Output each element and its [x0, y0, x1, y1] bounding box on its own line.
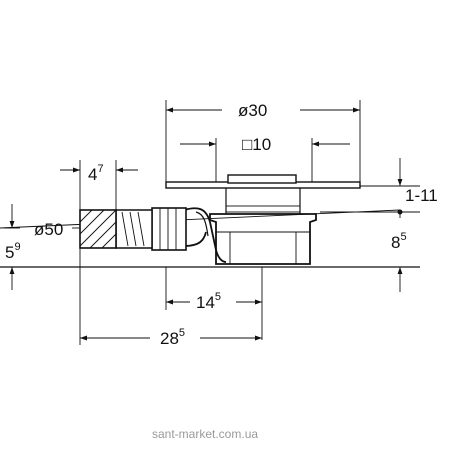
dim-5-9: 59 — [4, 204, 21, 290]
dim-square-10: □10 — [180, 135, 350, 154]
svg-text:47: 47 — [88, 163, 104, 184]
svg-text:□10: □10 — [242, 135, 271, 154]
svg-text:145: 145 — [196, 291, 221, 312]
svg-text:285: 285 — [160, 327, 185, 348]
svg-text:1-11: 1-11 — [405, 186, 438, 205]
outlet-centerline — [0, 209, 401, 229]
pipe-coupling — [115, 207, 187, 251]
watermark: sant-market.com.ua — [152, 427, 258, 441]
hatched-pipe — [79, 209, 117, 249]
dim-diameter-30: ø30 — [166, 101, 360, 120]
dim-1-11: 1-11 — [392, 158, 438, 218]
dim-4-7: 47 — [60, 163, 138, 184]
svg-text:85: 85 — [391, 231, 407, 252]
drain-grate — [165, 174, 361, 189]
dim-8-5: 85 — [391, 231, 407, 292]
dim-diameter-50: ø50 — [34, 220, 80, 239]
svg-text:ø30: ø30 — [238, 101, 267, 120]
svg-text:59: 59 — [5, 241, 21, 262]
dim-14-5: 145 — [166, 291, 262, 312]
drain-body — [209, 188, 317, 265]
outlet-elbow — [183, 207, 227, 263]
dim-28-5: 285 — [79, 270, 262, 348]
svg-text:ø50: ø50 — [34, 220, 63, 239]
